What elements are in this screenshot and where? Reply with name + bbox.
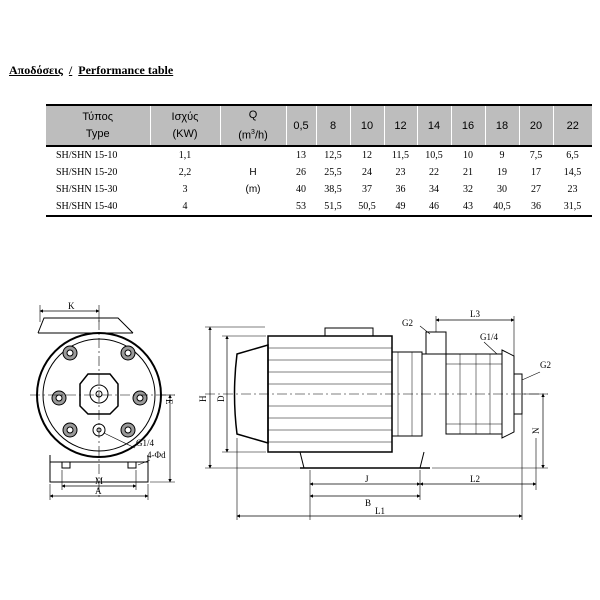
dim-label-l2: L2 xyxy=(470,474,480,484)
header-flow-value: 0,5 xyxy=(285,105,316,146)
header-flow-value: 18 xyxy=(484,105,519,146)
title-english: Performance table xyxy=(78,63,174,77)
header-flow-value: 8 xyxy=(315,105,350,146)
head-value: 10,5 xyxy=(425,150,443,161)
model-cell: SH/SHN 15-30 xyxy=(56,184,118,195)
side-view xyxy=(205,316,548,520)
dim-label-g2-top: G2 xyxy=(402,318,413,328)
head-value: 12 xyxy=(362,150,372,161)
model-cell: SH/SHN 15-40 xyxy=(56,201,118,212)
head-value: 30 xyxy=(497,184,507,195)
head-value: 22 xyxy=(429,167,439,178)
table-row: SH/SHN 15-40 4 53 51,5 50,5 49 46 43 40,… xyxy=(46,198,592,216)
head-value: 40,5 xyxy=(493,201,511,212)
head-value: 24 xyxy=(362,167,372,178)
header-flow-value: 10 xyxy=(349,105,384,146)
head-value: 23 xyxy=(395,167,406,178)
header-flow-value: 14 xyxy=(416,105,451,146)
dim-label-l3: L3 xyxy=(470,309,480,319)
dim-label-phi-d: 4-Φd xyxy=(147,450,166,460)
head-value: 23 xyxy=(567,184,578,195)
header-flow-value: 22 xyxy=(552,105,592,146)
dim-label-g14-right: G1/4 xyxy=(480,332,499,342)
dim-label-a: A xyxy=(95,486,102,496)
pump-dimension-drawing: K E G1/4 4-Φd M A xyxy=(30,301,551,520)
header-flow: Q(m3/h) xyxy=(219,105,286,146)
dim-label-k: K xyxy=(68,301,75,311)
head-value: 12,5 xyxy=(324,150,342,161)
head-value: 17 xyxy=(531,167,541,178)
power-cell: 2,2 xyxy=(178,167,192,178)
power-cell: 1,1 xyxy=(178,150,192,161)
head-value: 26 xyxy=(296,167,306,178)
head-value: 10 xyxy=(463,150,473,161)
head-value: 49 xyxy=(395,201,406,212)
head-label-cell: H(m) xyxy=(245,167,261,195)
title-separator: / xyxy=(68,63,73,77)
power-cell: 3 xyxy=(182,184,188,195)
dim-label-b: B xyxy=(365,498,371,508)
head-value: 40 xyxy=(296,184,306,195)
header-flow-value: 12 xyxy=(383,105,417,146)
head-value: 36 xyxy=(395,184,406,195)
head-value: 34 xyxy=(429,184,439,195)
head-value: 43 xyxy=(463,201,473,212)
head-value: 31,5 xyxy=(563,201,582,212)
dim-label-g14-left: G1/4 xyxy=(136,438,155,448)
header-power: Ισχύς(KW) xyxy=(149,105,220,146)
head-value: 9 xyxy=(499,150,505,161)
head-value: 11,5 xyxy=(391,150,410,161)
head-value: 25,5 xyxy=(324,167,342,178)
table-row: SH/SHN 15-20 2,2 26 25,5 24 23 22 21 19 … xyxy=(46,164,592,181)
head-value: 14,5 xyxy=(563,167,582,178)
model-cell: SH/SHN 15-10 xyxy=(56,150,118,161)
dim-label-j: J xyxy=(365,474,369,484)
head-value: 21 xyxy=(463,167,473,178)
dim-label-g2-right: G2 xyxy=(540,360,551,370)
dim-label-h: H xyxy=(198,395,208,402)
title-greek: Αποδόσεις xyxy=(9,63,63,77)
head-value: 50,5 xyxy=(358,201,376,212)
section-title: Αποδόσεις / Performance table xyxy=(9,63,173,78)
head-value: 19 xyxy=(497,167,507,178)
head-value: 32 xyxy=(463,184,473,195)
front-view xyxy=(30,305,175,500)
model-cell: SH/SHN 15-20 xyxy=(56,167,118,178)
dim-label-m: M xyxy=(95,476,103,486)
head-value: 51,5 xyxy=(324,201,342,212)
head-value: 46 xyxy=(429,201,439,212)
dim-label-d: D xyxy=(216,395,226,402)
header-flow-value: 20 xyxy=(518,105,553,146)
head-value: 36 xyxy=(531,201,541,212)
head-value: 6,5 xyxy=(566,150,579,161)
head-value: 37 xyxy=(362,184,372,195)
table-row: SH/SHN 15-30 3 40 38,5 37 36 34 32 30 27… xyxy=(46,181,592,198)
head-value: 38,5 xyxy=(324,184,342,195)
head-value: 53 xyxy=(296,201,306,212)
head-value: 7,5 xyxy=(529,150,543,161)
dim-label-l1: L1 xyxy=(375,506,385,516)
dim-label-n: N xyxy=(531,427,541,434)
header-flow-value: 16 xyxy=(450,105,485,146)
head-value: 13 xyxy=(296,150,306,161)
head-value: 27 xyxy=(531,184,541,195)
power-cell: 4 xyxy=(182,201,188,212)
table-row: SH/SHN 15-10 1,1 H(m) 13 12,5 12 11,5 10… xyxy=(46,146,592,195)
dim-label-e: E xyxy=(164,399,174,405)
